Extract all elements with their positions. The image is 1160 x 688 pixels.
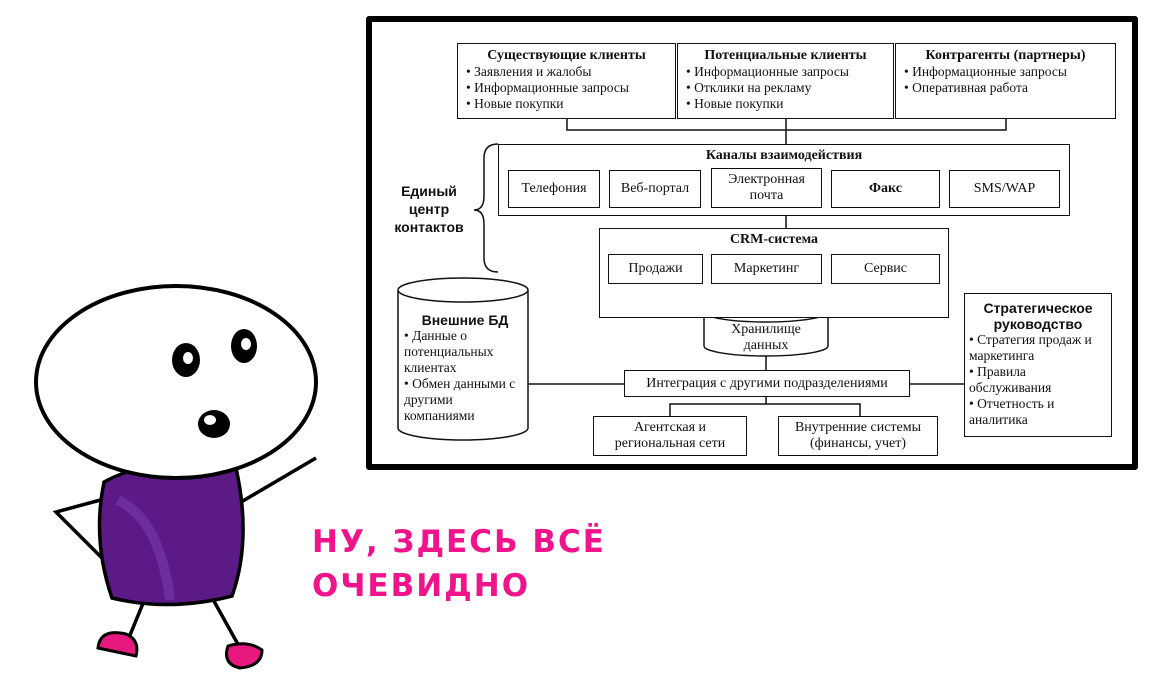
left-shoe bbox=[96, 631, 139, 658]
list-item: Оперативная работа bbox=[904, 80, 1115, 96]
crm-title: CRM-система bbox=[729, 232, 819, 247]
partners-title: Контрагенты (партнеры) bbox=[925, 48, 1086, 63]
crm-service: Сервис bbox=[831, 254, 940, 284]
external-db: Внешние БД • Данные о потенциальных клие… bbox=[404, 312, 526, 424]
hip-arm bbox=[52, 496, 112, 568]
channel-sms-wap: SMS/WAP bbox=[949, 170, 1060, 208]
crm-marketing: Маркетинг bbox=[711, 254, 822, 284]
right-leg bbox=[208, 593, 242, 649]
caption-text: НУ, ЗДЕСЬ ВСЁ ОЧЕВИДНО bbox=[312, 524, 606, 604]
partners-box: Контрагенты (партнеры) Информационные за… bbox=[895, 43, 1116, 119]
potential-clients-title: Потенциальные клиенты bbox=[704, 48, 867, 63]
list-item: Новые покупки bbox=[466, 96, 675, 112]
channels-title: Каналы взаимодействия bbox=[705, 148, 863, 163]
list-item: Правила обслуживания bbox=[969, 364, 1111, 396]
agency-box: Агентская и региональная сети bbox=[593, 416, 747, 456]
crm-sales: Продажи bbox=[608, 254, 703, 284]
shirt-highlight bbox=[115, 495, 175, 601]
mouth-highlight bbox=[204, 415, 216, 425]
storage-label: Хранилище данных bbox=[731, 322, 801, 353]
channel-fax: Факс bbox=[831, 170, 940, 208]
channel-email: Электронная почта bbox=[711, 168, 822, 208]
potential-clients-box: Потенциальные клиенты Информационные зап… bbox=[677, 43, 894, 119]
list-item: Заявления и жалобы bbox=[466, 64, 675, 80]
right-eye-highlight bbox=[241, 338, 251, 350]
strategic-title: Стратегическое руководство bbox=[983, 300, 1093, 332]
strategic-box: Стратегическое руководство Стратегия про… bbox=[964, 293, 1112, 437]
list-item: • Обмен данными с другими компаниями bbox=[404, 376, 516, 423]
list-item: Стратегия продаж и маркетинга bbox=[969, 332, 1111, 364]
internal-systems-box: Внутренние системы (финансы, учет) bbox=[778, 416, 938, 456]
list-item: Информационные запросы bbox=[686, 64, 893, 80]
list-item: Информационные запросы bbox=[466, 80, 675, 96]
external-db-title: Внешние БД bbox=[421, 312, 509, 328]
left-eye-highlight bbox=[183, 352, 193, 364]
pointing-arm bbox=[235, 456, 317, 507]
list-item: Отчетность и аналитика bbox=[969, 396, 1111, 428]
contact-center-line: Единый bbox=[401, 183, 457, 199]
right-shoe bbox=[225, 642, 264, 670]
existing-clients-box: Существующие клиенты Заявления и жалобы … bbox=[457, 43, 676, 119]
contact-center-label: Единый центр контактов bbox=[386, 182, 472, 236]
existing-clients-title: Существующие клиенты bbox=[487, 48, 646, 63]
contact-center-line: центр bbox=[408, 201, 450, 217]
contact-center-line: контактов bbox=[394, 219, 464, 235]
list-item: Отклики на рекламу bbox=[686, 80, 893, 96]
channel-web-portal: Веб-портал bbox=[609, 170, 701, 208]
channel-telephony: Телефония bbox=[508, 170, 600, 208]
head bbox=[34, 284, 318, 480]
mouth bbox=[198, 410, 230, 438]
list-item: Информационные запросы bbox=[904, 64, 1115, 80]
integration-box: Интеграция с другими подразделениями bbox=[624, 370, 910, 397]
list-item: • Данные о потенциальных клиентах bbox=[404, 328, 494, 375]
list-item: Новые покупки bbox=[686, 96, 893, 112]
